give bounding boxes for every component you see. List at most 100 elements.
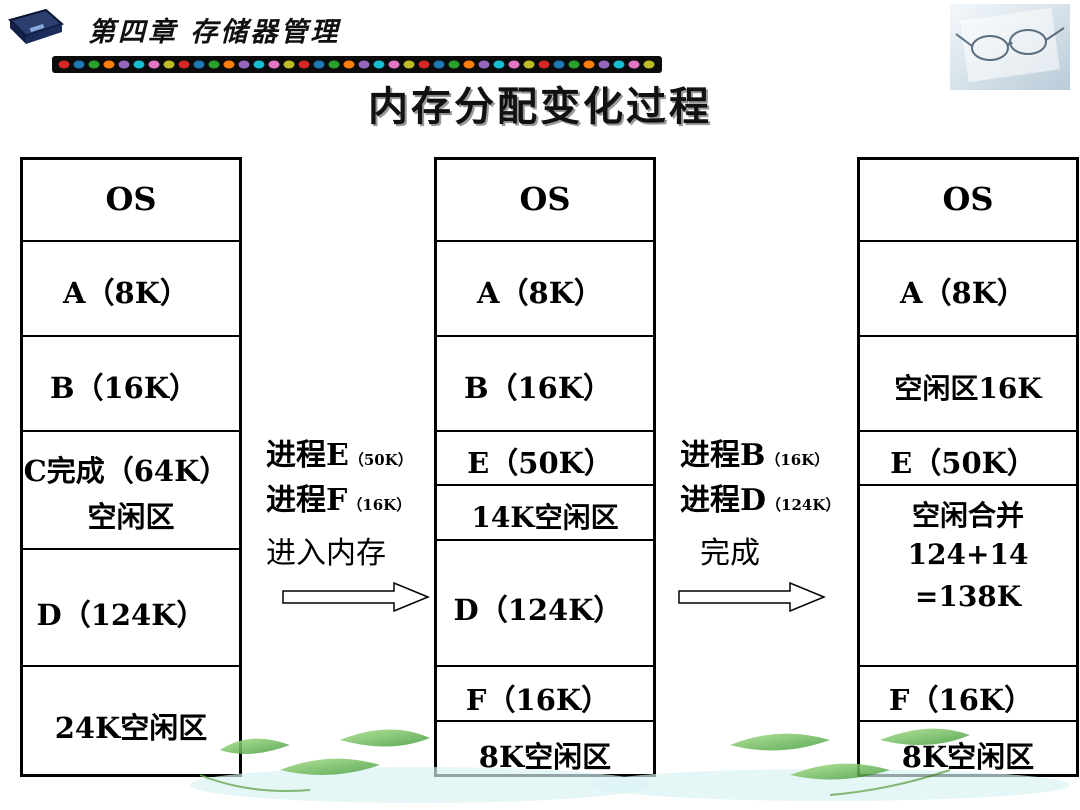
segment-label: A（8K）: [63, 276, 189, 310]
transition-2-line-3: 完成: [700, 536, 760, 571]
segment-label: A（8K）: [477, 276, 603, 310]
bead: [418, 60, 430, 69]
segment-f: F（16K）: [437, 665, 653, 720]
arrow-right-icon: [282, 582, 430, 612]
bead: [163, 60, 175, 69]
bead-bar: [52, 56, 662, 73]
segment-merged-free: 空闲合并 124+14 =138K: [860, 484, 1076, 665]
bead: [553, 60, 565, 69]
segment-label: C完成（64K）: [23, 454, 229, 488]
bead: [133, 60, 145, 69]
transition-2-size-2: （124K）: [766, 496, 841, 514]
segment-label: E（50K）: [890, 446, 1036, 480]
bead: [253, 60, 265, 69]
bead: [73, 60, 85, 69]
bead: [463, 60, 475, 69]
segment-label: OS: [105, 180, 157, 218]
bead: [193, 60, 205, 69]
transition-2-line-2: 进程D（124K）: [680, 475, 840, 519]
bead: [148, 60, 160, 69]
bead: [523, 60, 535, 69]
segment-label: OS: [519, 180, 571, 218]
bead: [403, 60, 415, 69]
transition-1-process-2: 进程F: [266, 483, 348, 518]
bead: [433, 60, 445, 69]
bead: [508, 60, 520, 69]
memory-column-after-complete: OS A（8K） 空闲区16K E（50K） 空闲合并 124+14 =138K…: [857, 157, 1079, 777]
monitor-icon: [8, 8, 64, 44]
transition-2-line-1: 进程B（16K）: [680, 430, 829, 474]
segment-label: 8K空闲区: [478, 740, 612, 774]
segment-b: B（16K）: [437, 335, 653, 430]
segment-label: OS: [942, 180, 994, 218]
segment-c-free: C完成（64K） 空闲区: [23, 430, 239, 548]
bead: [613, 60, 625, 69]
segment-f: F（16K）: [860, 665, 1076, 720]
bead: [628, 60, 640, 69]
segment-os: OS: [860, 160, 1076, 240]
bead: [373, 60, 385, 69]
segment-b: B（16K）: [23, 335, 239, 430]
bead: [118, 60, 130, 69]
segment-label: 空闲区16K: [894, 372, 1042, 405]
segment-label-3: =138K: [914, 580, 1022, 613]
segment-label-2: 124+14: [907, 538, 1029, 571]
transition-1-size: （50K）: [348, 451, 413, 469]
segment-e: E（50K）: [437, 430, 653, 484]
bead: [328, 60, 340, 69]
bead: [268, 60, 280, 69]
memory-column-after-load: OS A（8K） B（16K） E（50K） 14K空闲区 D（124K） F（…: [434, 157, 656, 777]
bead: [283, 60, 295, 69]
transition-1-process: 进程E: [266, 438, 349, 473]
bead: [238, 60, 250, 69]
segment-free-14k: 14K空闲区: [437, 484, 653, 539]
segment-label: 24K空闲区: [54, 711, 208, 745]
main-title: 内存分配变化过程: [368, 84, 712, 130]
segment-free-8k: 8K空闲区: [860, 720, 1076, 774]
bead: [58, 60, 70, 69]
segment-label: A（8K）: [900, 276, 1026, 310]
bead: [448, 60, 460, 69]
memory-column-initial: OS A（8K） B（16K） C完成（64K） 空闲区 D（124K） 24K…: [20, 157, 242, 777]
segment-label-2: 空闲区: [87, 500, 175, 534]
transition-2-size: （16K）: [765, 451, 830, 469]
bead: [88, 60, 100, 69]
bead: [358, 60, 370, 69]
arrow-right-icon: [678, 582, 826, 612]
segment-free-8k: 8K空闲区: [437, 720, 653, 774]
segment-free-16k: 空闲区16K: [860, 335, 1076, 430]
transition-2-process: 进程B: [680, 438, 766, 473]
bead: [223, 60, 235, 69]
bead: [538, 60, 550, 69]
segment-e: E（50K）: [860, 430, 1076, 484]
segment-os: OS: [437, 160, 653, 240]
segment-label: 空闲合并: [911, 499, 1024, 532]
bead: [568, 60, 580, 69]
segment-label: 8K空闲区: [901, 740, 1035, 774]
bead: [583, 60, 595, 69]
transition-1-line-3: 进入内存: [266, 536, 386, 571]
bead: [103, 60, 115, 69]
bead: [343, 60, 355, 69]
segment-label: D（124K）: [36, 598, 206, 632]
segment-label: D（124K）: [453, 593, 623, 627]
transition-1-line-1: 进程E（50K）: [266, 430, 413, 474]
bead: [493, 60, 505, 69]
segment-label: B（16K）: [49, 371, 199, 405]
bead: [178, 60, 190, 69]
transition-1-size-2: （16K）: [347, 496, 412, 514]
segment-d: D（124K）: [437, 539, 653, 665]
segment-label: F（16K）: [465, 683, 611, 717]
segment-label: 14K空闲区: [471, 501, 619, 534]
segment-label: E（50K）: [467, 446, 613, 480]
transition-1-line-2: 进程F（16K）: [266, 475, 411, 519]
segment-os: OS: [23, 160, 239, 240]
segment-label: B（16K）: [463, 371, 613, 405]
segment-label: F（16K）: [888, 683, 1034, 717]
bead: [598, 60, 610, 69]
bead: [388, 60, 400, 69]
glasses-icon: [950, 4, 1070, 90]
segment-a: A（8K）: [437, 240, 653, 335]
bead: [298, 60, 310, 69]
segment-a: A（8K）: [23, 240, 239, 335]
